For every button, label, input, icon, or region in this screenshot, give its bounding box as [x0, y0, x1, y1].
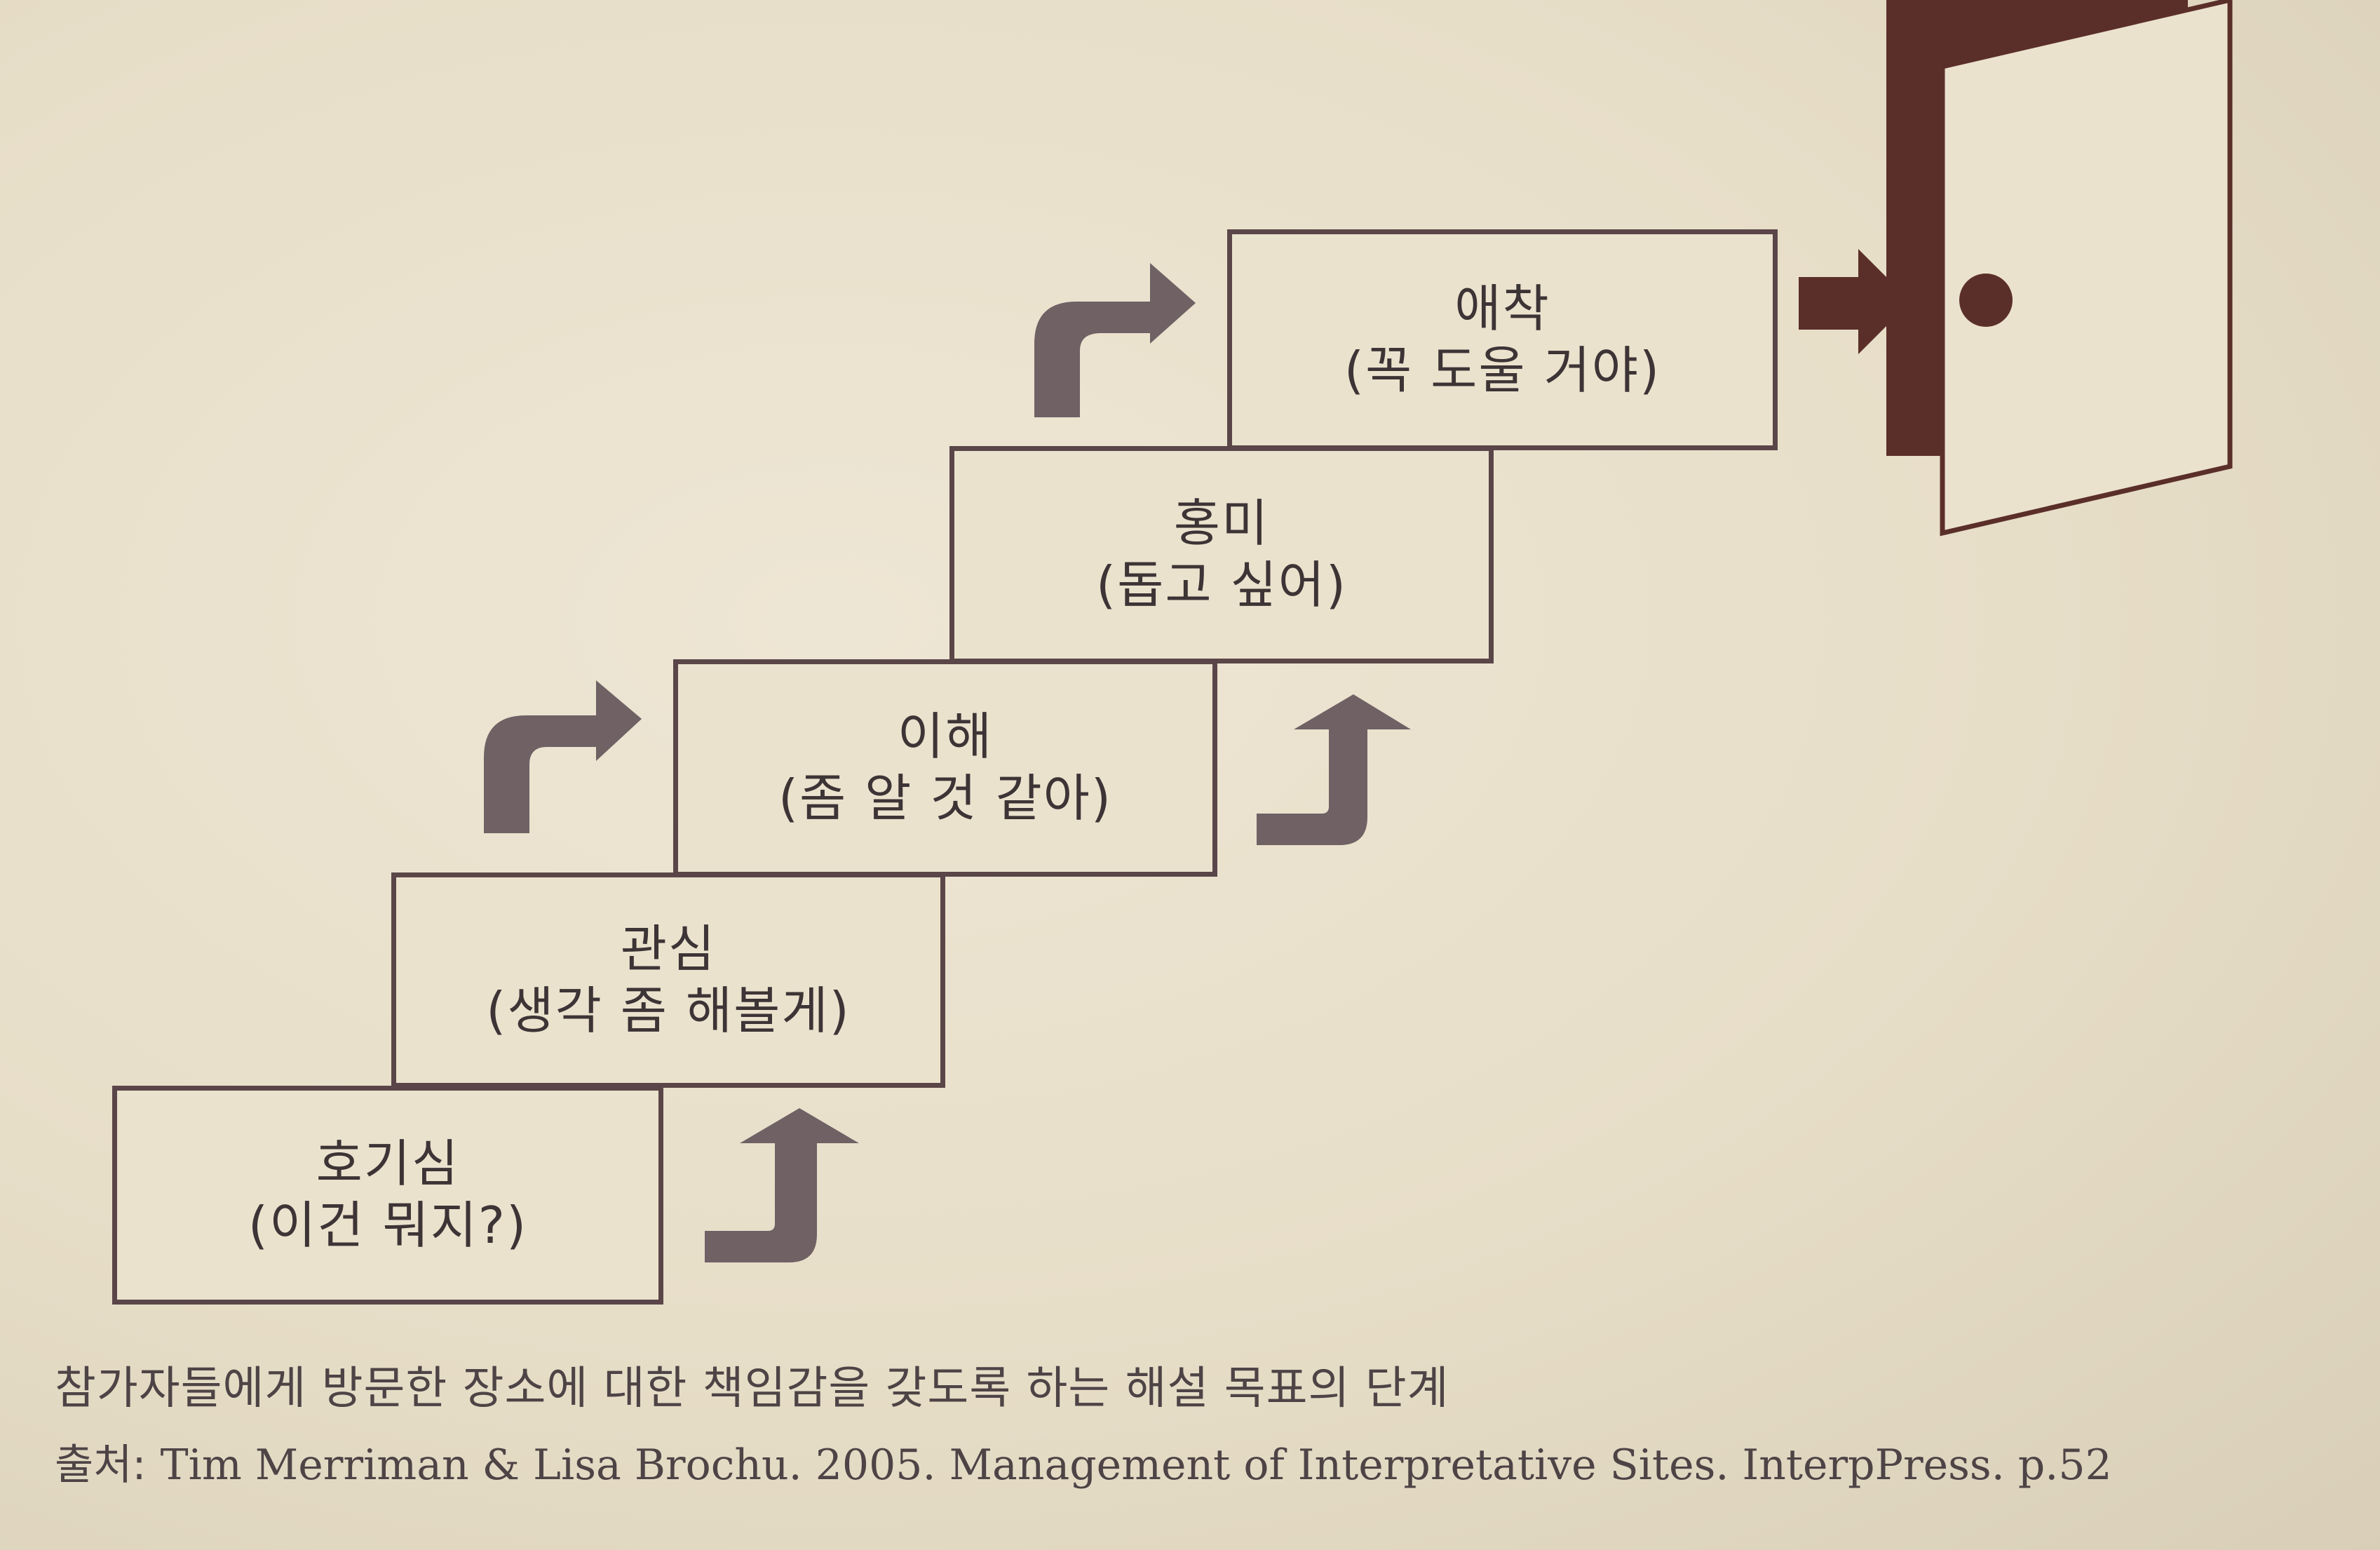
step-enthusiasm: 홍미 (돕고 싶어) [949, 446, 1494, 663]
source-text: Tim Merriman & Lisa Brochu. 2005. Manage… [160, 1441, 2112, 1490]
up-arrow-icon [1257, 694, 1411, 845]
step-curiosity: 호기심 (이건 뭐지?) [112, 1086, 663, 1305]
door-icon [1886, 0, 2233, 537]
step-attachment: 애착 (꼭 도울 거야) [1227, 229, 1778, 450]
step-title: 애착 [1454, 278, 1550, 338]
step-title: 호기심 [316, 1134, 460, 1194]
up-arrow-icon [705, 1108, 859, 1262]
source-label: 출처: [55, 1441, 147, 1490]
step-subtitle: (좀 알 것 같아) [778, 769, 1113, 828]
step-interest: 관심 (생각 좀 해볼게) [391, 872, 945, 1088]
step-title: 홍미 [1173, 494, 1270, 553]
step-subtitle: (생각 좀 해볼게) [486, 980, 851, 1040]
figure-caption: 참가자들에게 방문한 장소에 대한 책임감을 갖도록 하는 해설 목표의 단계 [55, 1363, 1449, 1415]
step-title: 이해 [897, 707, 994, 767]
step-subtitle: (돕고 싶어) [1095, 555, 1348, 614]
right-arrow-icon [1799, 249, 1911, 354]
right-turn-arrow-icon [1034, 263, 1196, 417]
step-understanding: 이해 (좀 알 것 같아) [673, 659, 1217, 877]
step-subtitle: (꼭 도울 거야) [1344, 340, 1661, 400]
step-title: 관심 [620, 919, 717, 978]
right-turn-arrow-icon [484, 680, 642, 833]
step-subtitle: (이건 뭐지?) [248, 1196, 528, 1255]
figure-source: 출처: Tim Merriman & Lisa Brochu. 2005. Man… [55, 1431, 2112, 1492]
